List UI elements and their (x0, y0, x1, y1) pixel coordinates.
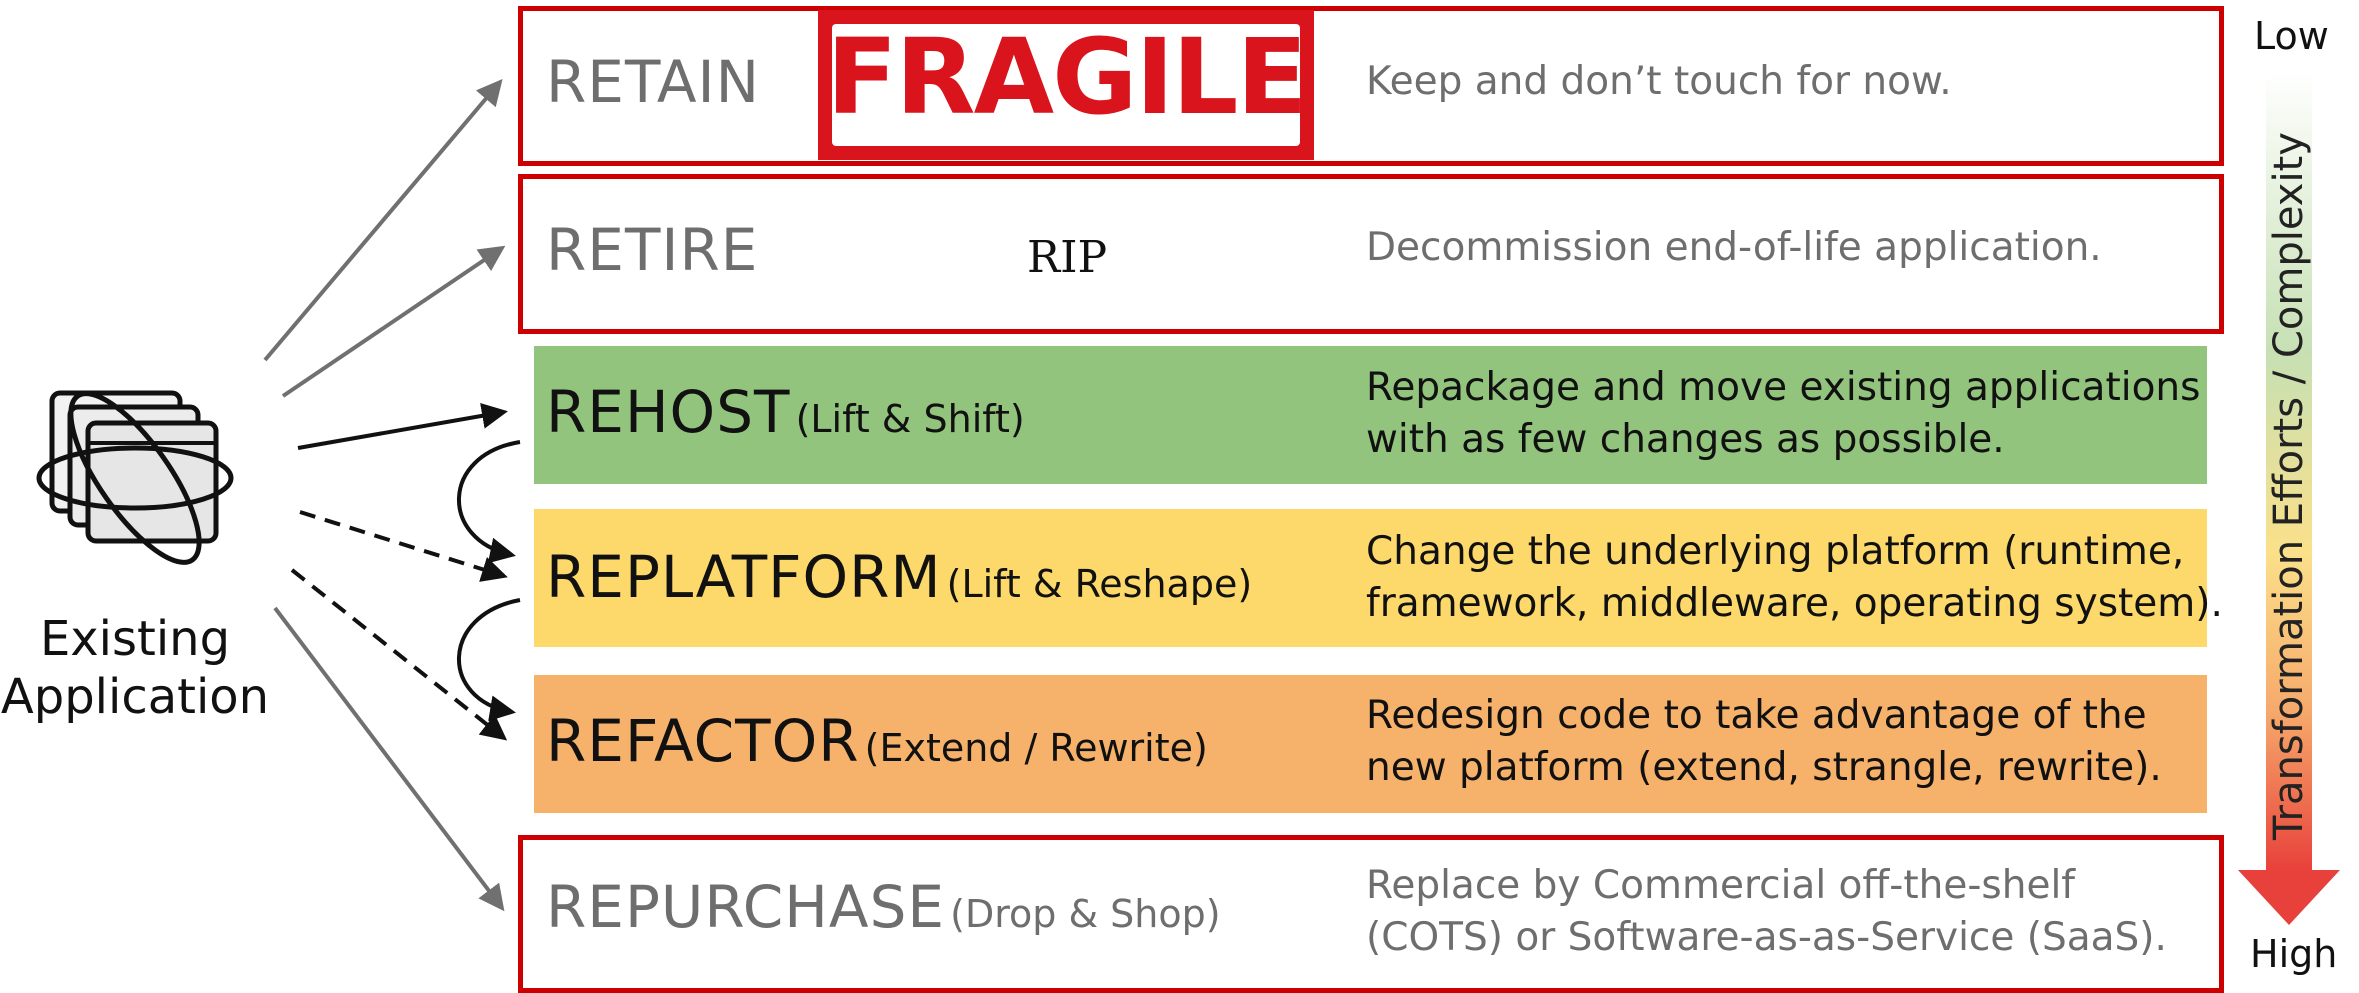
replatform-description: Change the underlying platform (runtime,… (1366, 526, 2223, 630)
replatform-desc-line1: Change the underlying platform (runtime, (1366, 529, 2185, 574)
windows-stack-with-orbit-icon (36, 390, 234, 565)
retire-description: Decommission end-of-life application. (1366, 222, 2102, 274)
scale-high-label: High (2250, 932, 2338, 976)
replatform-name: REPLATFORM (546, 543, 942, 611)
repurchase-description: Replace by Commercial off-the-shelf (COT… (1366, 860, 2167, 964)
arrow-to-replatform (299, 510, 508, 582)
refactor-subtitle: (Extend / Rewrite) (864, 726, 1208, 770)
fragile-stamp: FRAGILE (818, 10, 1314, 160)
arrow-to-repurchase (273, 606, 505, 912)
existing-application-label: Existing Application (0, 610, 270, 726)
strategy-retire (518, 174, 2224, 334)
curve-rehost-to-replatform (457, 440, 521, 564)
existing-label-line2: Application (0, 669, 270, 725)
strategy-refactor (534, 675, 2207, 813)
strategy-replatform (534, 509, 2207, 647)
repurchase-name: REPURCHASE (546, 873, 946, 941)
retire-title: RETIRE (546, 216, 758, 284)
strategy-retain (518, 6, 2224, 166)
existing-label-line1: Existing (39, 611, 231, 667)
refactor-title: REFACTOR (Extend / Rewrite) (546, 707, 1208, 775)
replatform-title: REPLATFORM (Lift & Reshape) (546, 543, 1252, 611)
scale-axis-label: Transformation Efforts / Complexity (2266, 132, 2312, 840)
retain-name: RETAIN (546, 48, 761, 116)
replatform-subtitle: (Lift & Reshape) (946, 562, 1253, 606)
repurchase-desc-line1: Replace by Commercial off-the-shelf (1366, 863, 2076, 908)
arrow-to-refactor (290, 568, 508, 741)
rehost-desc-line1: Repackage and move existing applications (1366, 365, 2201, 410)
fragile-stamp-inner (832, 24, 1300, 146)
rehost-desc-line2: with as few changes as possible. (1366, 417, 2005, 462)
arrow-to-retain (263, 78, 503, 362)
refactor-desc-line1: Redesign code to take advantage of the (1366, 693, 2147, 738)
refactor-desc-line2: new platform (extend, strangle, rewrite)… (1366, 745, 2162, 790)
retain-desc-line1: Keep and don’t touch for now. (1366, 59, 1952, 104)
rehost-title: REHOST (Lift & Shift) (546, 378, 1025, 446)
scale-low-label: Low (2254, 14, 2329, 58)
arrow-to-retire (281, 245, 506, 398)
fragile-stamp-text: FRAGILE (826, 16, 1308, 138)
retain-description: Keep and don’t touch for now. (1366, 56, 1952, 108)
retire-desc-line1: Decommission end-of-life application. (1366, 225, 2102, 270)
refactor-name: REFACTOR (546, 707, 860, 775)
rehost-subtitle: (Lift & Shift) (795, 397, 1025, 441)
strategy-rehost (534, 346, 2207, 484)
repurchase-desc-line2: (COTS) or Software-as-as-Service (SaaS). (1366, 915, 2167, 960)
repurchase-title: REPURCHASE (Drop & Shop) (546, 873, 1221, 941)
rehost-description: Repackage and move existing applications… (1366, 362, 2200, 466)
replatform-desc-line2: framework, middleware, operating system)… (1366, 581, 2223, 626)
retire-name: RETIRE (546, 216, 759, 284)
retain-title: RETAIN (546, 48, 760, 116)
rip-text: RIP (1026, 232, 1108, 283)
arrow-to-rehost (297, 402, 508, 450)
curve-replatform-to-refactor (457, 598, 521, 722)
rehost-name: REHOST (546, 378, 791, 446)
repurchase-subtitle: (Drop & Shop) (950, 892, 1221, 936)
complexity-scale-arrow (2238, 72, 2340, 925)
strategy-repurchase (518, 835, 2224, 993)
refactor-description: Redesign code to take advantage of the n… (1366, 690, 2162, 794)
